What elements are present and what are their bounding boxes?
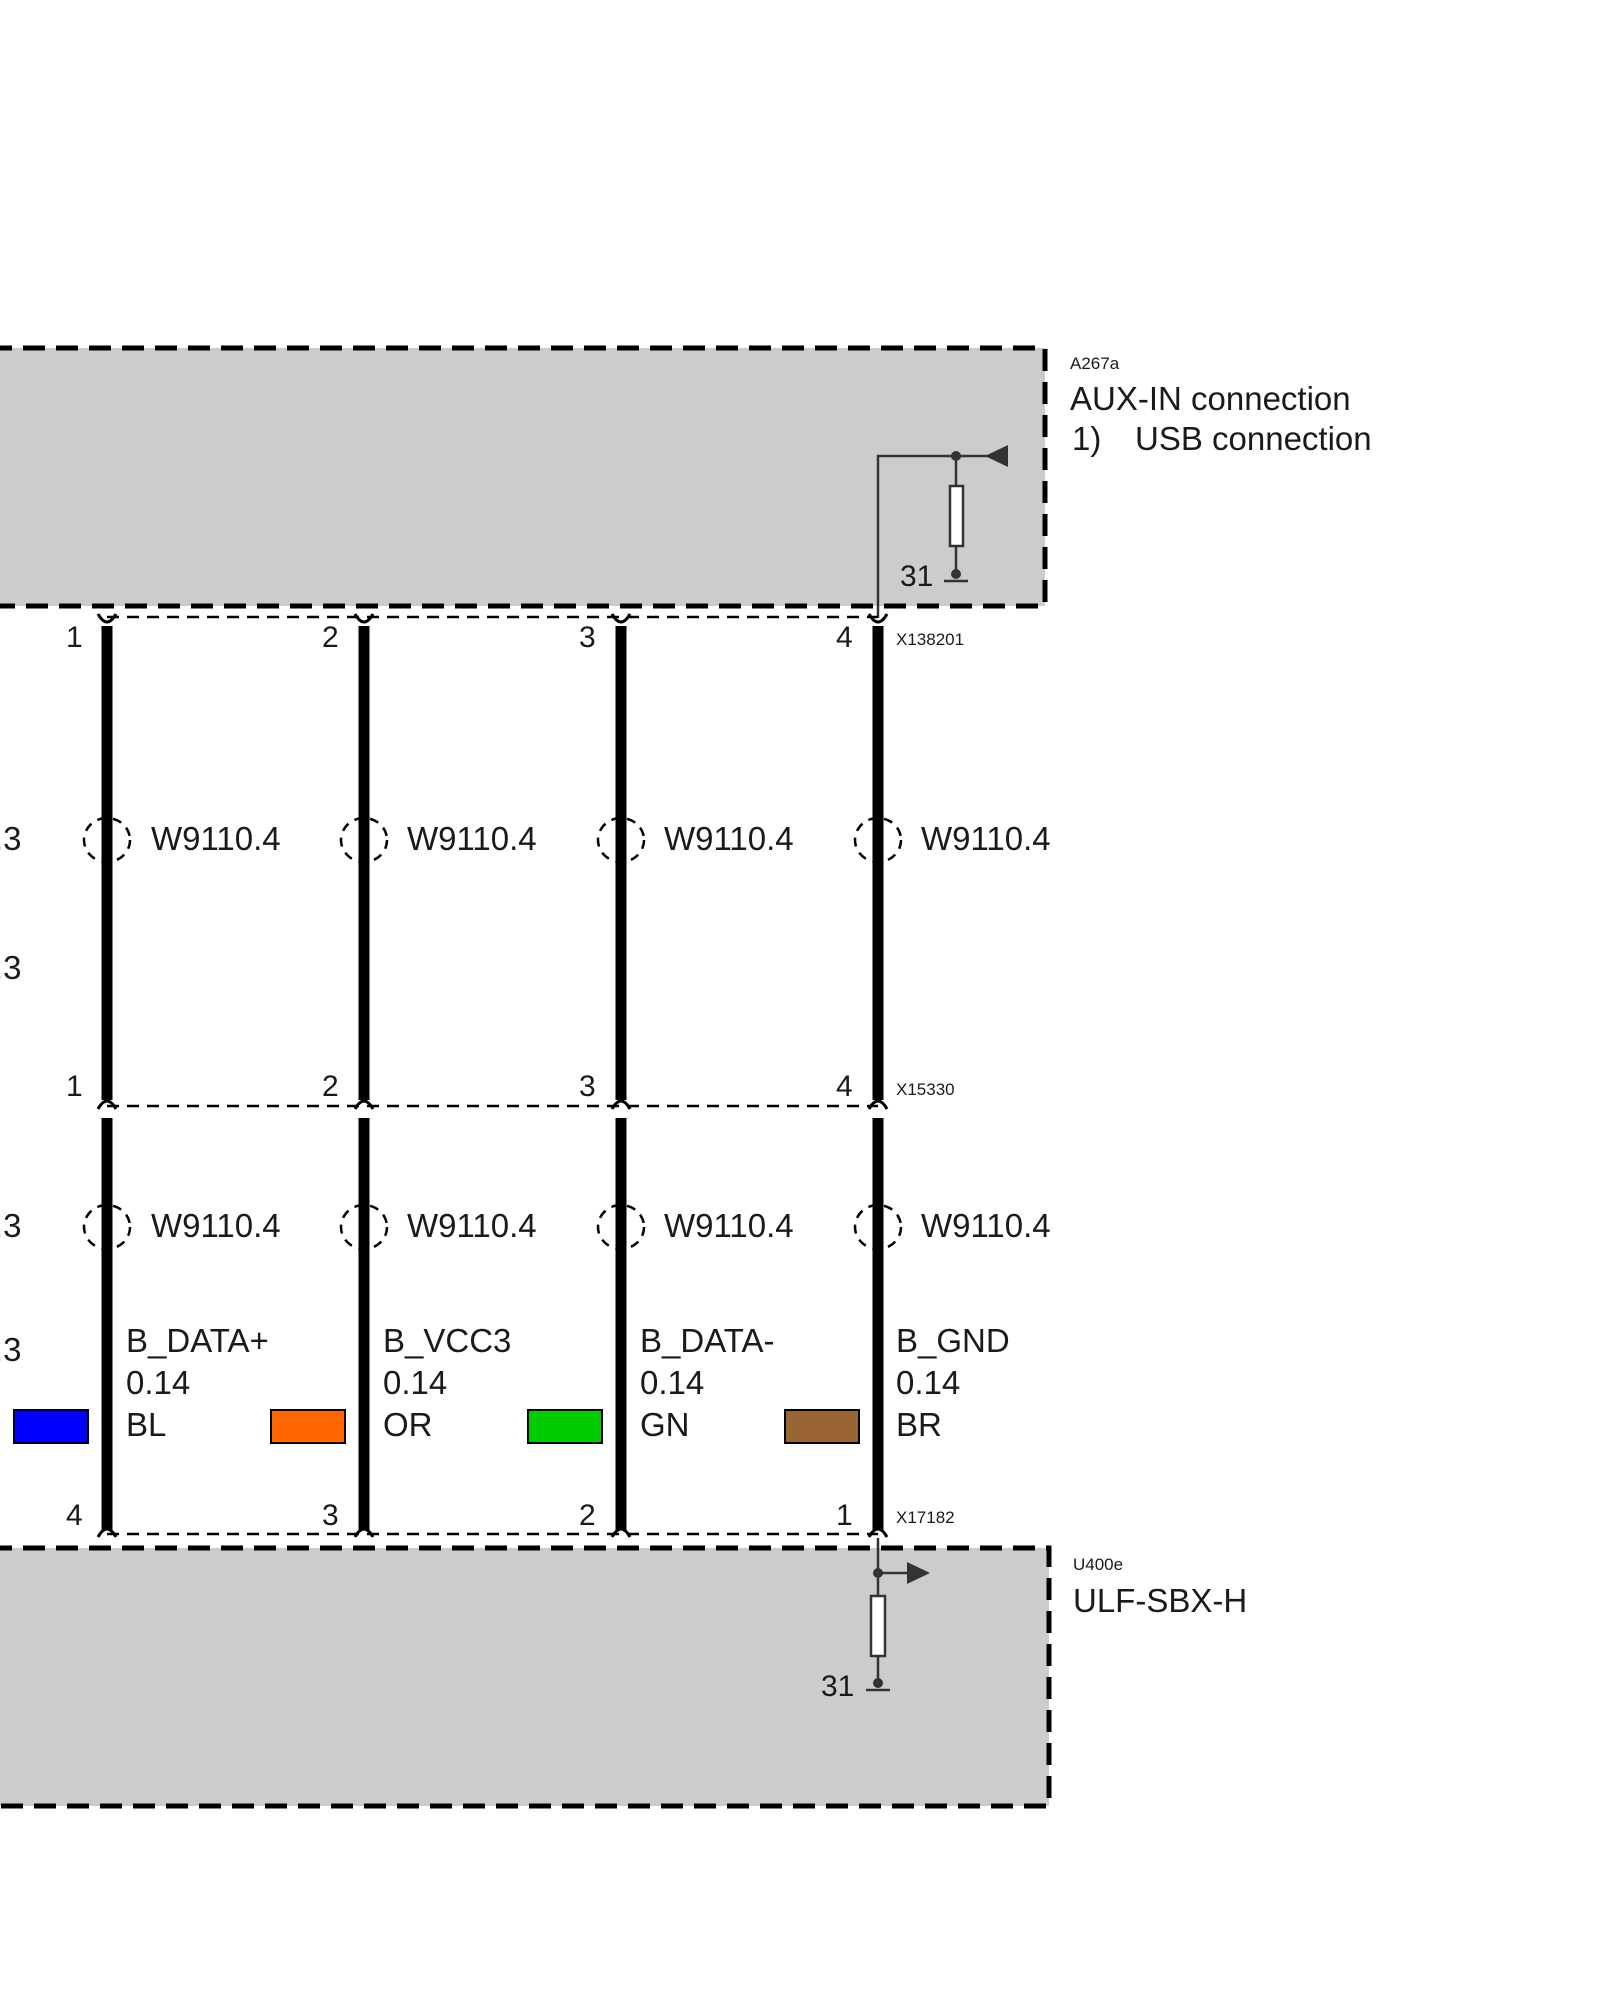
wire-color-swatch-bl — [13, 1409, 89, 1444]
cut-off-label: .3 — [0, 1207, 22, 1244]
connector-id-x15330: X15330 — [896, 1080, 955, 1099]
pin-number: 1 — [66, 1070, 83, 1103]
input-arrow-icon — [985, 445, 1008, 467]
junction-dot-top — [951, 451, 961, 461]
pin-number: 4 — [836, 1070, 853, 1103]
component-a267a: A267a AUX-IN connection 1) USB connectio… — [0, 345, 1372, 618]
cut-off-label: .3 — [0, 949, 22, 986]
pin-number: 2 — [322, 621, 339, 654]
component-u400e-box — [0, 1545, 1052, 1809]
wire-color-code: BR — [896, 1406, 942, 1443]
wire-cross-section: 0.14 — [383, 1364, 447, 1401]
pin-number: 4 — [66, 1499, 83, 1532]
junction-dot-bottom — [873, 1568, 883, 1578]
cable-label: W9110.4 — [151, 820, 281, 857]
ground-label-top: 31 — [900, 560, 933, 593]
component-name-ulf-sbx-h: ULF-SBX-H — [1073, 1582, 1247, 1619]
pin-number: 3 — [322, 1499, 339, 1532]
pin-number: 3 — [579, 621, 596, 654]
wire-color-swatch-gn — [527, 1409, 603, 1444]
pull-down-resistor-bottom — [866, 1538, 910, 1692]
pin-number: 2 — [322, 1070, 339, 1103]
component-ref-a267a: A267a — [1070, 354, 1120, 373]
component-a267a-box — [0, 345, 1048, 609]
output-arrow-icon — [907, 1562, 930, 1584]
wire-color-code: BL — [126, 1406, 166, 1443]
wire-signal: B_DATA- — [640, 1322, 774, 1359]
ground-dot-bottom — [873, 1678, 883, 1688]
footnote-number: 1) — [1072, 420, 1101, 457]
wire-info-1: B_DATA+ 0.14 BL — [126, 1322, 269, 1443]
pin-number: 3 — [579, 1070, 596, 1103]
cable-label: W9110.4 — [151, 1207, 281, 1244]
cable-label: W9110.4 — [664, 820, 794, 857]
footnote-text: USB connection — [1135, 420, 1372, 457]
connector-id-x138201: X138201 — [896, 630, 964, 649]
connector-id-x17182: X17182 — [896, 1508, 955, 1527]
wire-color-code: OR — [383, 1406, 433, 1443]
wire-info-2: B_VCC3 0.14 OR — [383, 1322, 511, 1443]
ground-dot-top — [951, 569, 961, 579]
wire-signal: B_GND — [896, 1322, 1010, 1359]
cable-label: W9110.4 — [921, 1207, 1051, 1244]
component-ref-u400e: U400e — [1073, 1555, 1123, 1574]
cable-label: W9110.4 — [407, 1207, 537, 1244]
pin-terminals — [96, 613, 889, 1538]
ground-label-bottom: 31 — [821, 1670, 854, 1703]
wire-info-4: B_GND 0.14 BR — [896, 1322, 1010, 1443]
cable-label: W9110.4 — [407, 820, 537, 857]
cut-off-label: .3 — [0, 820, 22, 857]
pin-number: 1 — [836, 1499, 853, 1532]
component-name-aux-in: AUX-IN connection — [1070, 380, 1351, 417]
wire-color-swatch-or — [270, 1409, 346, 1444]
pull-down-resistor-top — [876, 454, 990, 618]
cut-off-label: .3 — [0, 1331, 22, 1368]
pin-number: 2 — [579, 1499, 596, 1532]
wire-cross-section: 0.14 — [126, 1364, 190, 1401]
wire-signal: B_DATA+ — [126, 1322, 269, 1359]
wire-signal: B_VCC3 — [383, 1322, 511, 1359]
pin-number: 1 — [66, 621, 83, 654]
wire-cross-section: 0.14 — [640, 1364, 704, 1401]
twist-markers — [82, 816, 903, 1251]
wire-cross-section: 0.14 — [896, 1364, 960, 1401]
wire-info-3: B_DATA- 0.14 GN — [640, 1322, 774, 1443]
connector-x138201 — [107, 615, 878, 1108]
cable-label: W9110.4 — [921, 820, 1051, 857]
pin-number: 4 — [836, 621, 853, 654]
cable-label: W9110.4 — [664, 1207, 794, 1244]
wire-color-swatch-br — [784, 1409, 860, 1444]
component-u400e: U400e ULF-SBX-H 31 — [0, 1538, 1247, 1809]
wire-color-code: GN — [640, 1406, 690, 1443]
